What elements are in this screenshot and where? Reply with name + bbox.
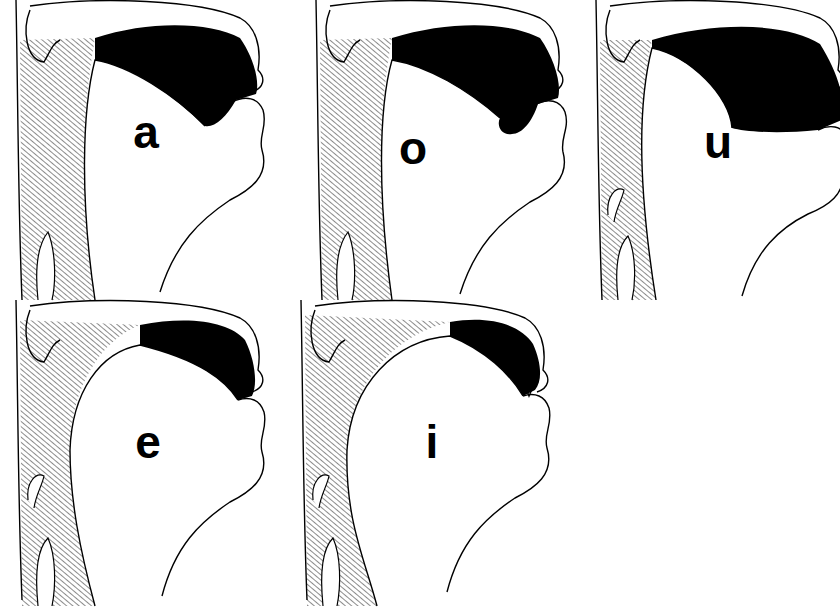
vowel-label: o bbox=[399, 125, 427, 171]
vowel-label: u bbox=[704, 119, 732, 165]
vowel-u-profile bbox=[596, 0, 840, 300]
vowel-label: e bbox=[135, 419, 161, 465]
vowel-label: a bbox=[133, 109, 159, 155]
vowel-e-profile bbox=[16, 300, 265, 606]
vowel-i-profile bbox=[301, 300, 550, 606]
vowel-o-profile bbox=[316, 0, 566, 300]
vowel-label: i bbox=[426, 419, 439, 465]
vowel-a-profile bbox=[16, 0, 264, 300]
